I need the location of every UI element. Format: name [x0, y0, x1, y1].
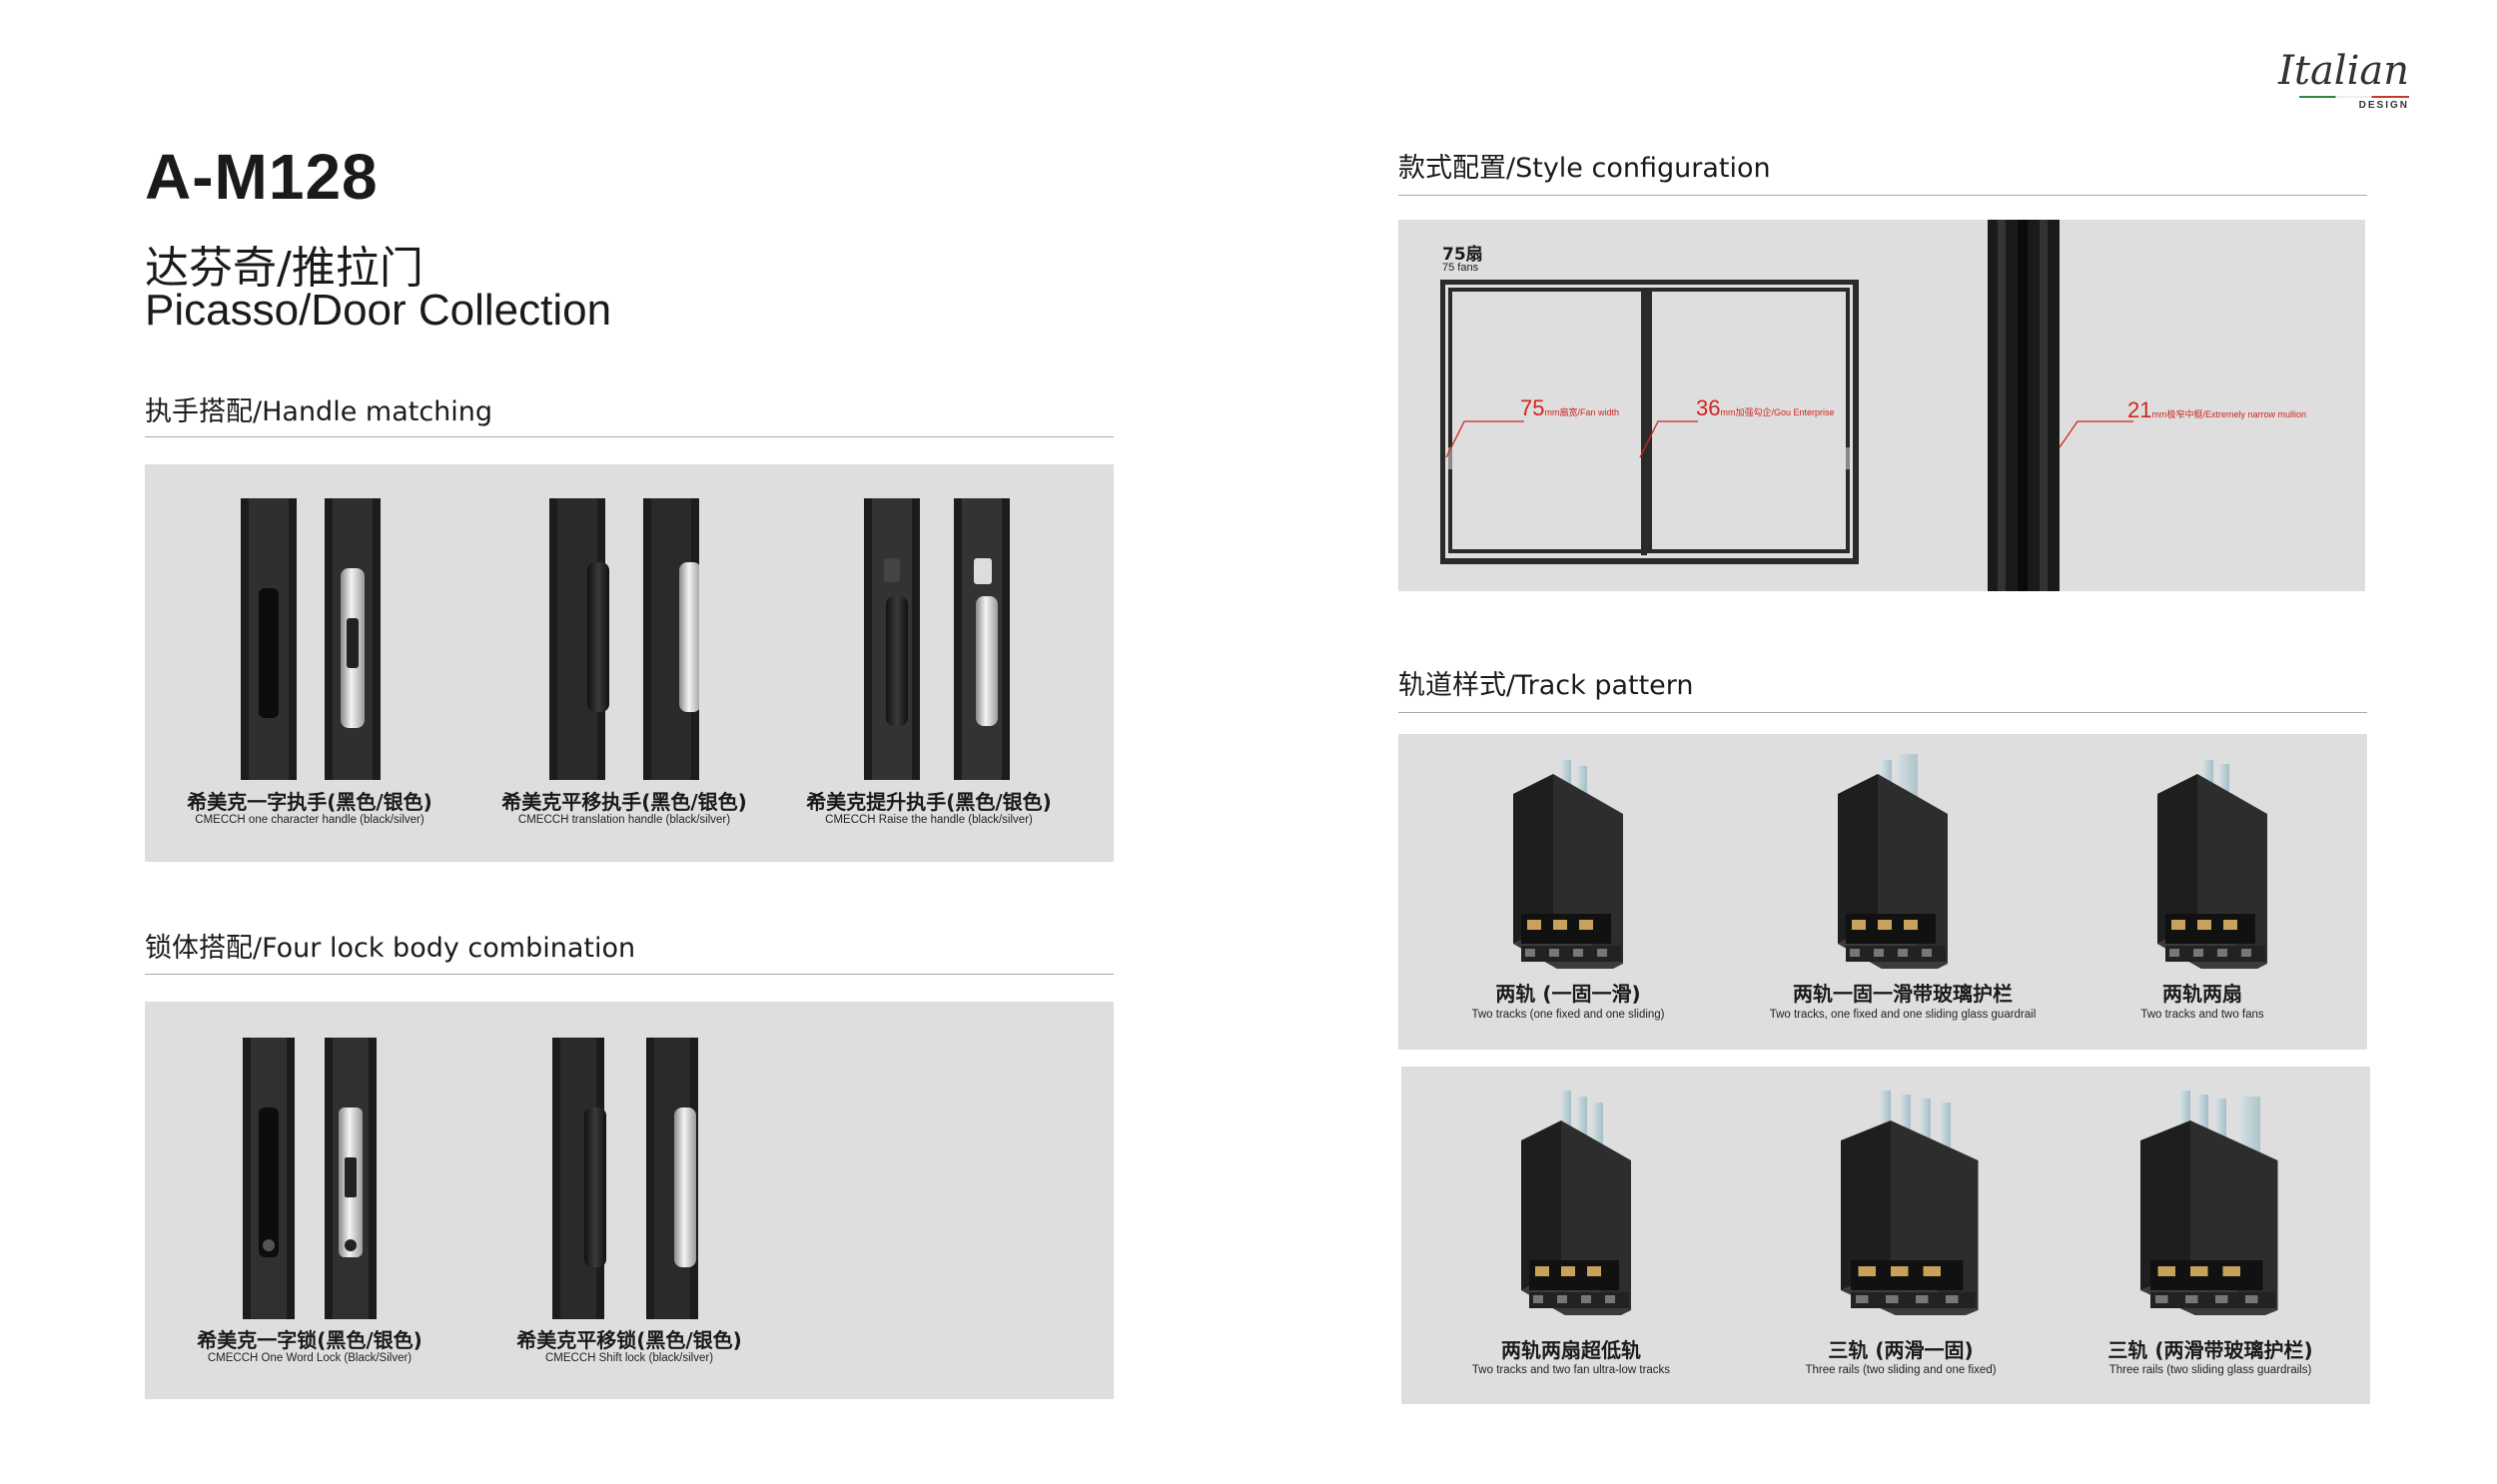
lock-caption-en-1: CMECCH One Word Lock (Black/Silver): [207, 1352, 413, 1364]
track-profile-image-5: [1841, 1091, 1979, 1315]
track-section-divider: [1398, 712, 2367, 713]
mullion-leader-line: [2059, 420, 2133, 448]
track-profile-image-6: [2140, 1091, 2278, 1315]
lock-caption-cn-1: 希美克一字锁(黑色/银色): [197, 1328, 422, 1352]
lock-section-title: 锁体搭配/Four lock body combination: [145, 933, 636, 964]
handle-product-2: [549, 498, 701, 780]
narrow-mullion-profile: [1988, 220, 2060, 591]
sliding-door-frame-diagram: [1440, 280, 1859, 564]
style-section-title: 款式配置/Style configuration: [1398, 153, 1771, 184]
lock-panel: 希美克一字锁(黑色/银色) CMECCH One Word Lock (Blac…: [145, 1002, 1114, 1399]
lock-caption-cn-2: 希美克平移锁(黑色/银色): [516, 1328, 742, 1352]
one-character-handle-image: [241, 498, 381, 780]
track-caption-en-4: Two tracks and two fan ultra-low tracks: [1471, 1364, 1671, 1376]
collection-title-en: Picasso/Door Collection: [145, 286, 612, 335]
track-caption-cn-6: 三轨 (两滑带玻璃护栏): [2107, 1338, 2313, 1362]
handle-caption-cn-1: 希美克一字执手(黑色/银色): [187, 790, 432, 814]
handle-caption-cn-3: 希美克提升执手(黑色/银色): [806, 790, 1052, 814]
mullion-dimension: 21mm极窄中梃/Extremely narrow mullion: [2127, 397, 2307, 422]
track-caption-en-2: Two tracks, one fixed and one sliding gl…: [1769, 1009, 2037, 1021]
handle-section-title: 执手搭配/Handle matching: [145, 396, 493, 427]
brand-logo: Italian DESIGN: [2278, 48, 2409, 111]
handle-product-3: [864, 498, 1014, 780]
track-caption-en-6: Three rails (two sliding glass guardrail…: [2108, 1364, 2312, 1376]
handle-caption-en-1: CMECCH one character handle (black/silve…: [195, 814, 424, 826]
shift-lock-image: [552, 1038, 698, 1319]
gou-enterprise-leader-line: [1639, 420, 1698, 458]
handle-caption-cn-2: 希美克平移执手(黑色/银色): [501, 790, 747, 814]
track-panel-row-2: 两轨两扇超低轨 Two tracks and two fan ultra-low…: [1401, 1067, 2370, 1404]
handle-section-divider: [145, 436, 1114, 437]
track-panel-row-1: 两轨 (一固一滑) Two tracks (one fixed and one …: [1398, 734, 2367, 1050]
fan-label-en: 75 fans: [1442, 262, 1479, 274]
collection-title-cn: 达芬奇/推拉门: [145, 243, 423, 294]
track-caption-cn-3: 两轨两扇: [2162, 982, 2242, 1006]
fan-width-dimension: 75mm扇宽/Fan width: [1520, 395, 1620, 420]
track-section-title: 轨道样式/Track pattern: [1398, 670, 1694, 701]
track-caption-cn-2: 两轨一固一滑带玻璃护栏: [1793, 982, 2013, 1006]
gou-enterprise-dimension: 36mm加强勾企/Gou Enterprise: [1696, 395, 1835, 420]
one-word-lock-image: [243, 1038, 377, 1319]
style-section-divider: [1398, 195, 2367, 196]
track-caption-en-3: Two tracks and two fans: [2140, 1009, 2264, 1021]
handle-product-1: [241, 498, 381, 780]
track-profile-image-1: [1513, 760, 1623, 969]
raise-handle-image: [864, 498, 1010, 780]
track-profile-image-4: [1521, 1091, 1631, 1315]
model-number: A-M128: [145, 141, 379, 213]
lock-product-1: [243, 1038, 383, 1319]
track-profile-image-2: [1838, 754, 1948, 969]
track-caption-cn-4: 两轨两扇超低轨: [1501, 1338, 1641, 1362]
translation-handle-image: [549, 498, 701, 780]
logo-underline: [2299, 96, 2409, 98]
track-profile-image-3: [2157, 760, 2267, 969]
track-caption-cn-5: 三轨 (两滑一固): [1828, 1338, 1974, 1362]
lock-product-2: [552, 1038, 702, 1319]
track-caption-en-1: Two tracks (one fixed and one sliding): [1471, 1009, 1665, 1021]
fan-width-leader-line: [1445, 420, 1524, 458]
handle-caption-en-2: CMECCH translation handle (black/silver): [517, 814, 731, 826]
logo-sub: DESIGN: [2358, 100, 2409, 111]
fan-label-cn: 75扇: [1442, 245, 1483, 265]
track-caption-en-5: Three rails (two sliding and one fixed): [1805, 1364, 1997, 1376]
handle-caption-en-3: CMECCH Raise the handle (black/silver): [825, 814, 1033, 826]
handle-panel: 希美克一字执手(黑色/银色) CMECCH one character hand…: [145, 464, 1114, 862]
track-caption-cn-1: 两轨 (一固一滑): [1495, 982, 1641, 1006]
style-panel: 75扇 75 fans 75mm扇宽/Fan width 36mm加强勾企/Go…: [1398, 220, 2365, 591]
logo-script: Italian: [2278, 48, 2409, 94]
lock-caption-en-2: CMECCH Shift lock (black/silver): [544, 1352, 714, 1364]
lock-section-divider: [145, 974, 1114, 975]
